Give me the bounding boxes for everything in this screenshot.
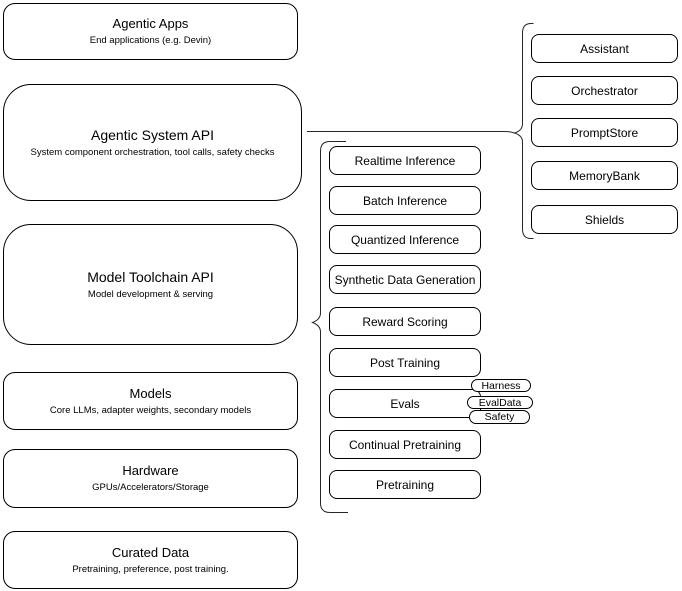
node-title: Agentic System API — [91, 126, 214, 143]
node-subtitle: Core LLMs, adapter weights, secondary mo… — [49, 404, 252, 416]
tag-label: EvalData — [478, 396, 522, 409]
node-title: Model Toolchain API — [87, 268, 214, 285]
component-shields: Shields — [531, 205, 678, 234]
component-label: Orchestrator — [571, 83, 638, 98]
node-curated-data: Curated Data Pretraining, preference, po… — [3, 531, 298, 589]
tag-label: Safety — [484, 411, 515, 423]
component-orchestrator: Orchestrator — [531, 76, 678, 105]
node-models: Models Core LLMs, adapter weights, secon… — [3, 372, 298, 430]
service-quantized-inference: Quantized Inference — [329, 225, 481, 254]
service-label: Reward Scoring — [362, 314, 448, 329]
tag-harness: Harness — [471, 379, 531, 392]
service-realtime-inference: Realtime Inference — [329, 146, 481, 175]
node-subtitle: GPUs/Accelerators/Storage — [92, 482, 209, 493]
node-title: Agentic Apps — [112, 16, 189, 31]
node-subtitle: Model development & serving — [87, 288, 214, 300]
component-label: Shields — [584, 212, 625, 227]
component-label: PromptStore — [570, 125, 639, 140]
service-batch-inference: Batch Inference — [329, 186, 481, 215]
service-continual-pretraining: Continual Pretraining — [329, 430, 481, 459]
service-label: Quantized Inference — [350, 232, 460, 247]
component-promptstore: PromptStore — [531, 118, 678, 147]
service-label: Batch Inference — [362, 193, 448, 208]
service-label: Continual Pretraining — [348, 437, 462, 452]
component-assistant: Assistant — [531, 34, 678, 63]
service-reward-scoring: Reward Scoring — [329, 307, 481, 336]
service-label: Synthetic Data Generation — [334, 272, 476, 287]
node-model-toolchain-api: Model Toolchain API Model development & … — [3, 224, 298, 345]
service-label: Post Training — [369, 355, 441, 370]
service-evals: Evals — [329, 389, 481, 418]
service-synthetic-data-generation: Synthetic Data Generation — [329, 265, 481, 294]
component-label: Assistant — [580, 41, 629, 56]
node-subtitle: System component orchestration, tool cal… — [30, 146, 275, 158]
node-agentic-system-api: Agentic System API System component orch… — [3, 84, 302, 201]
node-title: Hardware — [122, 463, 179, 478]
node-hardware: Hardware GPUs/Accelerators/Storage — [3, 449, 298, 508]
service-pretraining: Pretraining — [329, 470, 481, 499]
node-title: Curated Data — [111, 544, 190, 560]
node-subtitle: End applications (e.g. Devin) — [89, 35, 212, 46]
component-memorybank: MemoryBank — [531, 161, 678, 190]
component-label: MemoryBank — [569, 168, 640, 183]
node-subtitle: Pretraining, preference, post training. — [72, 563, 229, 575]
service-label: Pretraining — [375, 477, 435, 492]
tag-label: Harness — [481, 379, 521, 392]
tag-evaldata: EvalData — [467, 396, 533, 409]
service-label: Evals — [390, 396, 420, 411]
service-label: Realtime Inference — [354, 153, 456, 168]
node-agentic-apps: Agentic Apps End applications (e.g. Devi… — [3, 3, 298, 60]
service-post-training: Post Training — [329, 348, 481, 377]
node-title: Models — [129, 385, 172, 401]
system-api-to-components-line — [307, 131, 515, 134]
tag-safety: Safety — [469, 410, 530, 424]
